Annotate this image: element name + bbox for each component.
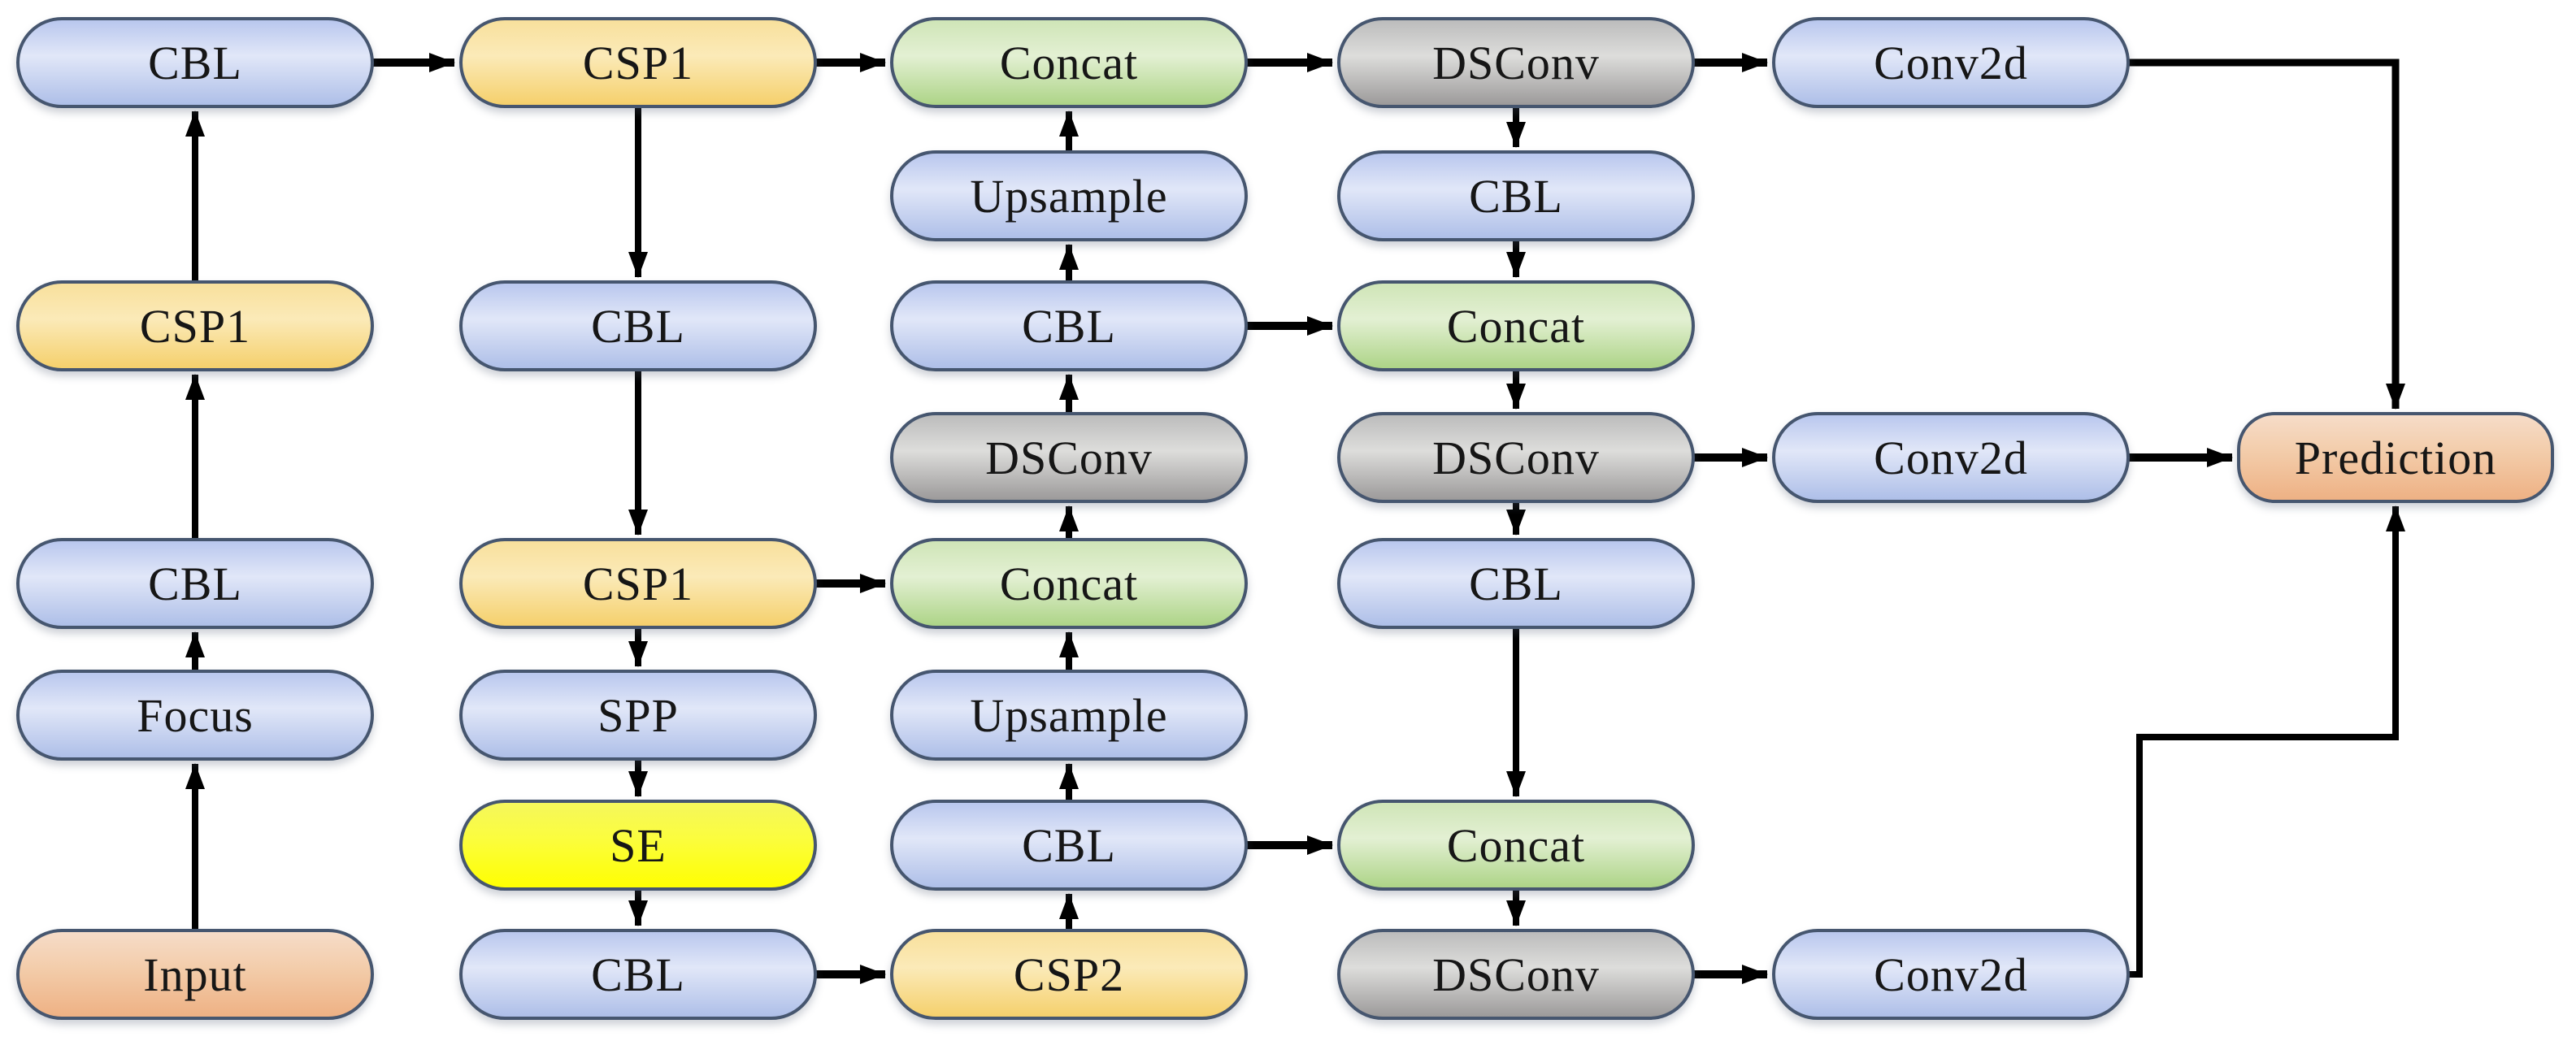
node-concat-h2: Concat [1337, 800, 1695, 891]
node-conv2d-2: Conv2d [1772, 412, 2130, 503]
node-label-dsconv-h3: DSConv [1432, 948, 1600, 1001]
node-label-dsconv-n1: DSConv [985, 431, 1153, 484]
node-label-conv2d-2: Conv2d [1874, 431, 2028, 484]
node-upsample-n2: Upsample [890, 150, 1248, 241]
node-cbl-b3: CBL [459, 280, 817, 371]
edge-conv2d-3-to-prediction [2123, 505, 2405, 978]
node-label-csp1-b2: CSP1 [582, 36, 694, 89]
node-conv2d-1: Conv2d [1772, 17, 2130, 108]
node-label-conv2d-1: Conv2d [1874, 36, 2028, 89]
node-dsconv-n1: DSConv [890, 412, 1248, 503]
node-cbl-b2: CBL [16, 17, 374, 108]
node-concat-n2: Concat [890, 17, 1248, 108]
node-label-upsample-n2: Upsample [970, 169, 1168, 223]
node-label-cbl-n1: CBL [1022, 818, 1116, 872]
node-spp: SPP [459, 670, 817, 761]
node-dsconv-h3: DSConv [1337, 929, 1695, 1020]
node-label-cbl-b2: CBL [148, 36, 242, 89]
node-concat-n1: Concat [890, 538, 1248, 629]
node-label-csp1-b1: CSP1 [139, 299, 251, 353]
node-label-concat-n2: Concat [999, 36, 1139, 89]
node-cbl-h1: CBL [1337, 150, 1695, 241]
node-label-conv2d-3: Conv2d [1874, 948, 2028, 1001]
node-csp1-b3: CSP1 [459, 538, 817, 629]
node-label-concat-h1: Concat [1446, 299, 1586, 353]
node-label-spp: SPP [597, 688, 679, 742]
node-dsconv-h2: DSConv [1337, 412, 1695, 503]
edge-conv2d-1-to-prediction [2126, 59, 2405, 410]
node-label-focus: Focus [137, 688, 254, 742]
node-input: Input [16, 929, 374, 1020]
node-csp1-b2: CSP1 [459, 17, 817, 108]
node-label-cbl-b4: CBL [591, 948, 685, 1001]
node-concat-h1: Concat [1337, 280, 1695, 371]
node-cbl-b1: CBL [16, 538, 374, 629]
node-label-se: SE [610, 818, 667, 872]
node-se: SE [459, 800, 817, 891]
node-label-concat-n1: Concat [999, 557, 1139, 610]
node-label-csp2: CSP2 [1013, 948, 1125, 1001]
node-focus: Focus [16, 670, 374, 761]
node-dsconv-h1: DSConv [1337, 17, 1695, 108]
node-csp2: CSP2 [890, 929, 1248, 1020]
node-upsample-n1: Upsample [890, 670, 1248, 761]
node-label-dsconv-h2: DSConv [1432, 431, 1600, 484]
node-label-upsample-n1: Upsample [970, 688, 1168, 742]
node-label-concat-h2: Concat [1446, 818, 1586, 872]
node-label-cbl-h1: CBL [1469, 169, 1563, 223]
node-label-cbl-h2: CBL [1469, 557, 1563, 610]
node-cbl-h2: CBL [1337, 538, 1695, 629]
node-label-input: Input [143, 948, 247, 1001]
node-label-prediction: Prediction [2294, 431, 2497, 484]
node-cbl-n1: CBL [890, 800, 1248, 891]
node-cbl-b4: CBL [459, 929, 817, 1020]
node-cbl-n2: CBL [890, 280, 1248, 371]
node-label-cbl-b3: CBL [591, 299, 685, 353]
node-label-dsconv-h1: DSConv [1432, 36, 1600, 89]
node-conv2d-3: Conv2d [1772, 929, 2130, 1020]
node-prediction: Prediction [2237, 412, 2554, 503]
node-label-csp1-b3: CSP1 [582, 557, 694, 610]
node-label-cbl-n2: CBL [1022, 299, 1116, 353]
node-csp1-b1: CSP1 [16, 280, 374, 371]
node-label-cbl-b1: CBL [148, 557, 242, 610]
